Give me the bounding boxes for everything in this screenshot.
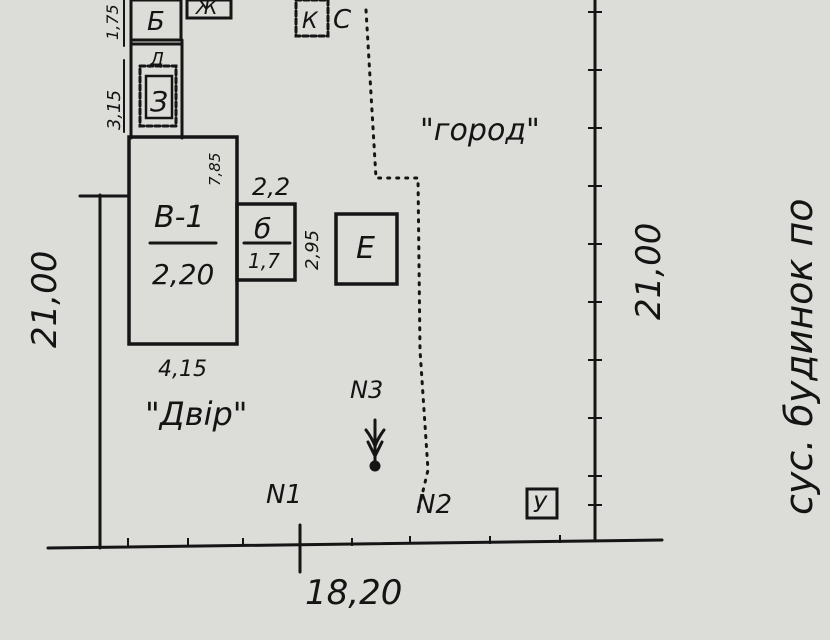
building-zh-code: Ж — [194, 0, 219, 19]
dim-porch-height: 2,95 — [302, 230, 323, 270]
dim-upper-2: 3,15 — [104, 90, 125, 130]
point-n1-label: N1 — [266, 480, 302, 510]
tree-icon — [364, 418, 386, 472]
porch-outline — [235, 202, 297, 282]
plot-boundary — [46, 0, 664, 574]
dim-main-width: 4,15 — [158, 357, 207, 382]
garden-dotted-border — [364, 8, 430, 514]
shed-kc-box — [294, 0, 330, 38]
dim-bottom: 18,20 — [305, 573, 402, 613]
shed-d-box — [138, 64, 178, 128]
garden-label: "город" — [420, 113, 540, 148]
point-n2-label: N2 — [416, 490, 452, 520]
toilet-code: У — [533, 493, 548, 518]
dim-upper-1: 1,75 — [103, 4, 122, 40]
shed-e-box — [334, 212, 399, 286]
dim-porch-width: 2,2 — [252, 173, 290, 201]
bottom-fence-marks — [127, 535, 561, 546]
main-building-floors: 2,20 — [152, 258, 214, 291]
shed-kc-code: К — [302, 9, 319, 34]
building-b-box — [129, 0, 183, 42]
yard-label: "Двір" — [145, 395, 248, 433]
porch-value: 1,7 — [248, 249, 280, 273]
dim-main-corner: 7,85 — [206, 153, 224, 186]
toilet-box — [525, 487, 559, 520]
right-boundary-ticks — [588, 11, 602, 506]
top-structures: Б Ж Д З К С — [129, 0, 352, 140]
shed-3-code: З — [150, 85, 168, 118]
dim-left-side: 21,00 — [25, 251, 65, 348]
dim-right-side: 21,00 — [629, 223, 669, 320]
building-b-code: Б — [147, 7, 165, 37]
shed-3-box — [144, 74, 174, 120]
porch: б 1,7 2,2 2,95 — [235, 173, 323, 282]
point-n3-label: N3 — [350, 376, 383, 404]
main-building-code: В-1 — [154, 200, 205, 235]
neighbour-note: сус. будинок по — [777, 198, 821, 515]
building-zh-box — [185, 0, 233, 20]
porch-code: б — [254, 212, 271, 245]
shed-e-code: Е — [356, 231, 375, 266]
shed-c-code: С — [333, 5, 352, 35]
